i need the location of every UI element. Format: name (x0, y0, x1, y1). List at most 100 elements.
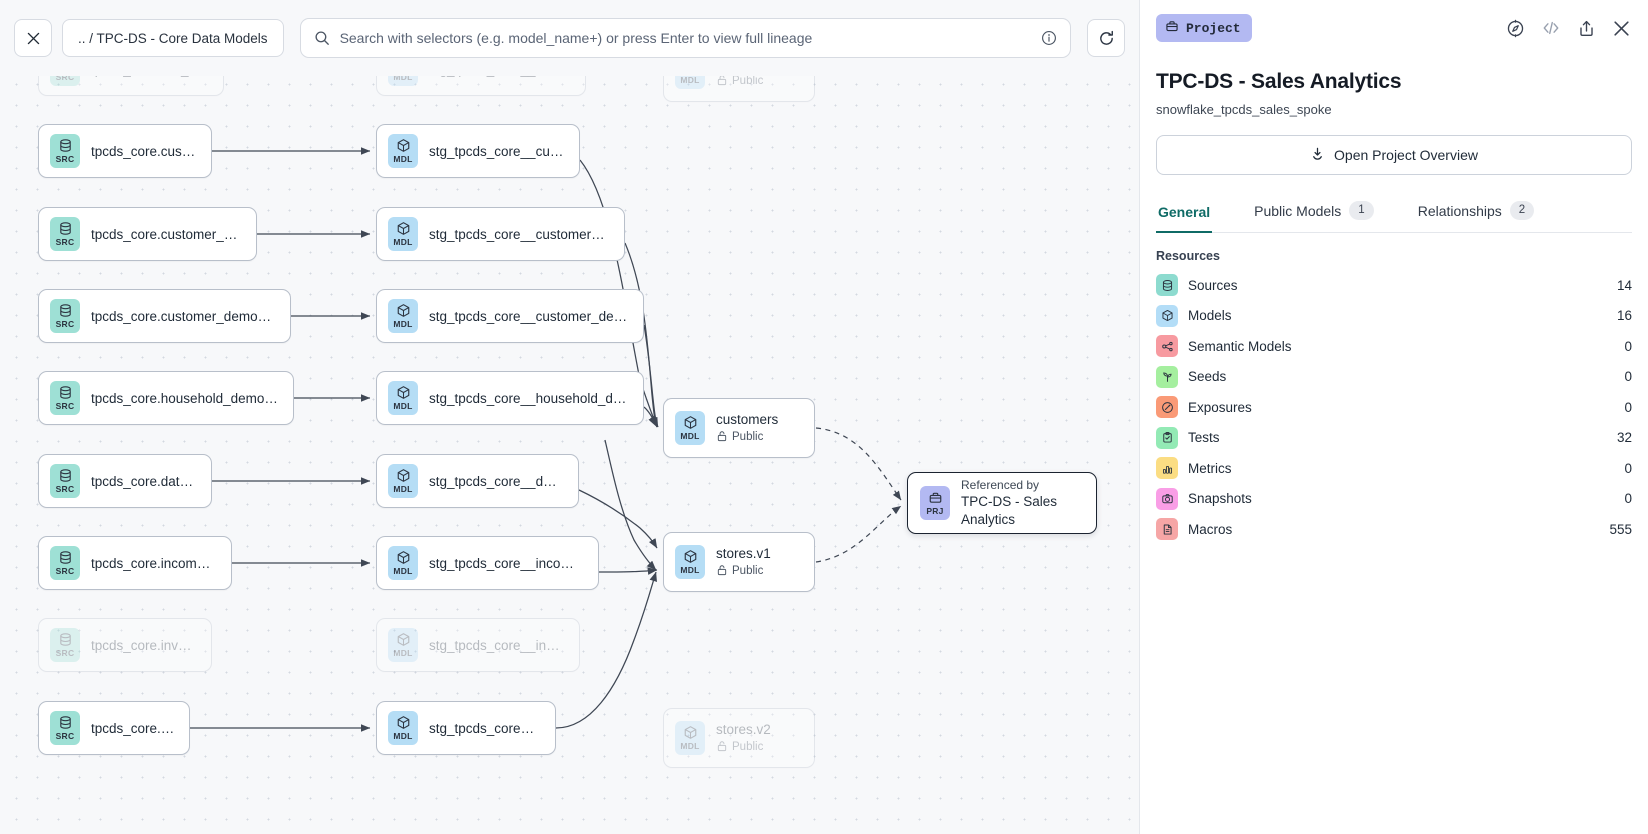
node-type-badge-mdl: MDL (675, 411, 705, 445)
node-type-label: MDL (393, 154, 413, 164)
lineage-search[interactable] (299, 18, 1071, 58)
node-text: stg_tpcds_core__date_dim (429, 474, 564, 489)
node-text: stg_tpcds_core__customer (429, 144, 565, 159)
lineage-canvas[interactable]: .. / TPC-DS - Core Data Models (0, 0, 1139, 834)
graph-node-src_household_demographics[interactable]: SRC tpcds_core.household_demographics (38, 371, 294, 425)
info-circle-icon[interactable] (1041, 30, 1057, 46)
resource-row-sources[interactable]: Sources 14 (1156, 270, 1632, 301)
resource-label: Metrics (1188, 460, 1232, 476)
breadcrumb[interactable]: .. / TPC-DS - Core Data Models (62, 19, 284, 57)
node-text: tpcds_core.household_demographics (91, 391, 279, 406)
graph-node-mdl_income_band[interactable]: MDL stg_tpcds_core__income_band (376, 536, 599, 590)
open-project-overview-button[interactable]: Open Project Overview (1156, 135, 1632, 175)
close-lineage-button[interactable] (14, 19, 52, 57)
node-text: call_centers Public (716, 56, 788, 89)
graph-icon (1156, 335, 1178, 358)
share-icon[interactable] (1573, 15, 1600, 42)
resource-count: 32 (1616, 430, 1632, 446)
tab-label: General (1158, 204, 1211, 220)
node-text: stg_tpcds_core__income_band (429, 556, 584, 571)
graph-node-src_customer_address[interactable]: SRC tpcds_core.customer_address (38, 207, 257, 261)
resources-list: Sources 14 Models 16 Semantic Models 0 S… (1140, 267, 1648, 545)
node-type-badge-src: SRC (50, 134, 80, 168)
graph-node-pub_stores_v1[interactable]: MDL stores.v1 Public (663, 532, 815, 592)
resource-label: Semantic Models (1188, 338, 1292, 354)
database-icon (58, 138, 73, 153)
resource-row-macros[interactable]: Macros 555 (1156, 514, 1632, 545)
node-type-label: MDL (393, 484, 413, 494)
node-text: stg_tpcds_core__store (429, 721, 541, 736)
graph-node-mdl_customer_address[interactable]: MDL stg_tpcds_core__customer_address (376, 207, 625, 261)
node-label: customers (716, 411, 779, 427)
node-type-label: SRC (55, 566, 75, 576)
graph-node-mdl_store[interactable]: MDL stg_tpcds_core__store (376, 701, 556, 755)
page-title: TPC-DS - Sales Analytics (1156, 70, 1402, 93)
node-label: stg_tpcds_core__customer_address (429, 226, 610, 242)
resources-heading: Resources (1156, 249, 1220, 263)
graph-node-pub_stores_v2[interactable]: MDL stores.v2 Public (663, 708, 815, 768)
node-type-label: MDL (393, 72, 413, 82)
graph-node-mdl_inventory[interactable]: MDL stg_tpcds_core__inventory (376, 618, 580, 672)
resource-label: Tests (1188, 430, 1220, 446)
graph-node-mdl_customer[interactable]: MDL stg_tpcds_core__customer (376, 124, 580, 178)
project-type-chip[interactable]: Project (1156, 14, 1252, 42)
graph-node-src_customer_demographics[interactable]: SRC tpcds_core.customer_demographics (38, 289, 291, 343)
database-icon (58, 550, 73, 565)
search-input[interactable] (339, 30, 1031, 46)
node-type-badge-mdl: MDL (388, 628, 418, 662)
resource-row-metrics[interactable]: Metrics 0 (1156, 453, 1632, 484)
node-type-label: SRC (55, 319, 75, 329)
node-type-badge-mdl: MDL (675, 721, 705, 755)
node-label: stg_tpcds_core__customer (429, 143, 565, 159)
node-type-label: SRC (55, 648, 75, 658)
node-label: stg_tpcds_core__store (429, 720, 541, 736)
graph-node-src_customer[interactable]: SRC tpcds_core.customer (38, 124, 212, 178)
resource-row-tests[interactable]: Tests 32 (1156, 423, 1632, 454)
node-visibility: Public (716, 430, 778, 445)
resource-count: 0 (1624, 491, 1632, 507)
node-text: customers Public (716, 412, 778, 445)
compass-icon[interactable] (1502, 15, 1529, 42)
graph-node-mdl_household_demographics[interactable]: MDL stg_tpcds_core__household_demogr… (376, 371, 644, 425)
graph-node-src_inventory[interactable]: SRC tpcds_core.inventory (38, 618, 212, 672)
resource-count: 0 (1624, 399, 1632, 415)
node-type-badge-mdl: MDL (388, 464, 418, 498)
node-label: tpcds_core.customer (91, 143, 197, 159)
gauge-icon (1156, 396, 1178, 419)
node-text: tpcds_core.inventory (91, 638, 197, 653)
graph-node-referenced-by-project[interactable]: PRJ Referenced by TPC-DS - Sales Analyti… (907, 472, 1097, 534)
graph-node-src_income_band[interactable]: SRC tpcds_core.income_band (38, 536, 232, 590)
tab-count-badge: 2 (1509, 201, 1535, 220)
tab-label: Public Models (1254, 202, 1342, 219)
database-icon (1156, 274, 1178, 297)
graph-node-mdl_customer_demographics[interactable]: MDL stg_tpcds_core__customer_demogra… (376, 289, 644, 343)
cube-icon (396, 468, 411, 483)
code-brackets-icon[interactable] (1537, 14, 1565, 42)
database-icon (58, 715, 73, 730)
graph-node-mdl_date_dim[interactable]: MDL stg_tpcds_core__date_dim (376, 454, 579, 508)
node-type-label: SRC (55, 731, 75, 741)
node-type-label: SRC (55, 72, 75, 82)
refresh-button[interactable] (1087, 19, 1125, 57)
graph-node-src_date_dim[interactable]: SRC tpcds_core.date_dim (38, 454, 212, 508)
graph-node-pub_customers[interactable]: MDL customers Public (663, 398, 815, 458)
refresh-icon (1099, 30, 1113, 45)
tab-general[interactable]: General (1156, 200, 1213, 233)
node-text: Referenced by TPC-DS - Sales Analytics (961, 477, 1080, 529)
resource-row-semantic-models[interactable]: Semantic Models 0 (1156, 331, 1632, 362)
node-type-label: PRJ (926, 506, 944, 516)
resource-row-exposures[interactable]: Exposures 0 (1156, 392, 1632, 423)
graph-node-src_store[interactable]: SRC tpcds_core.store (38, 701, 190, 755)
resource-count: 555 (1609, 521, 1632, 537)
node-label: tpcds_core.customer_demographics (91, 308, 276, 324)
resource-row-snapshots[interactable]: Snapshots 0 (1156, 484, 1632, 515)
resource-row-seeds[interactable]: Seeds 0 (1156, 362, 1632, 393)
database-icon (58, 468, 73, 483)
node-label: stores.v2 (716, 721, 771, 737)
project-subtitle: snowflake_tpcds_sales_spoke (1156, 102, 1332, 117)
close-panel-icon[interactable] (1608, 15, 1635, 42)
resource-row-models[interactable]: Models 16 (1156, 301, 1632, 332)
